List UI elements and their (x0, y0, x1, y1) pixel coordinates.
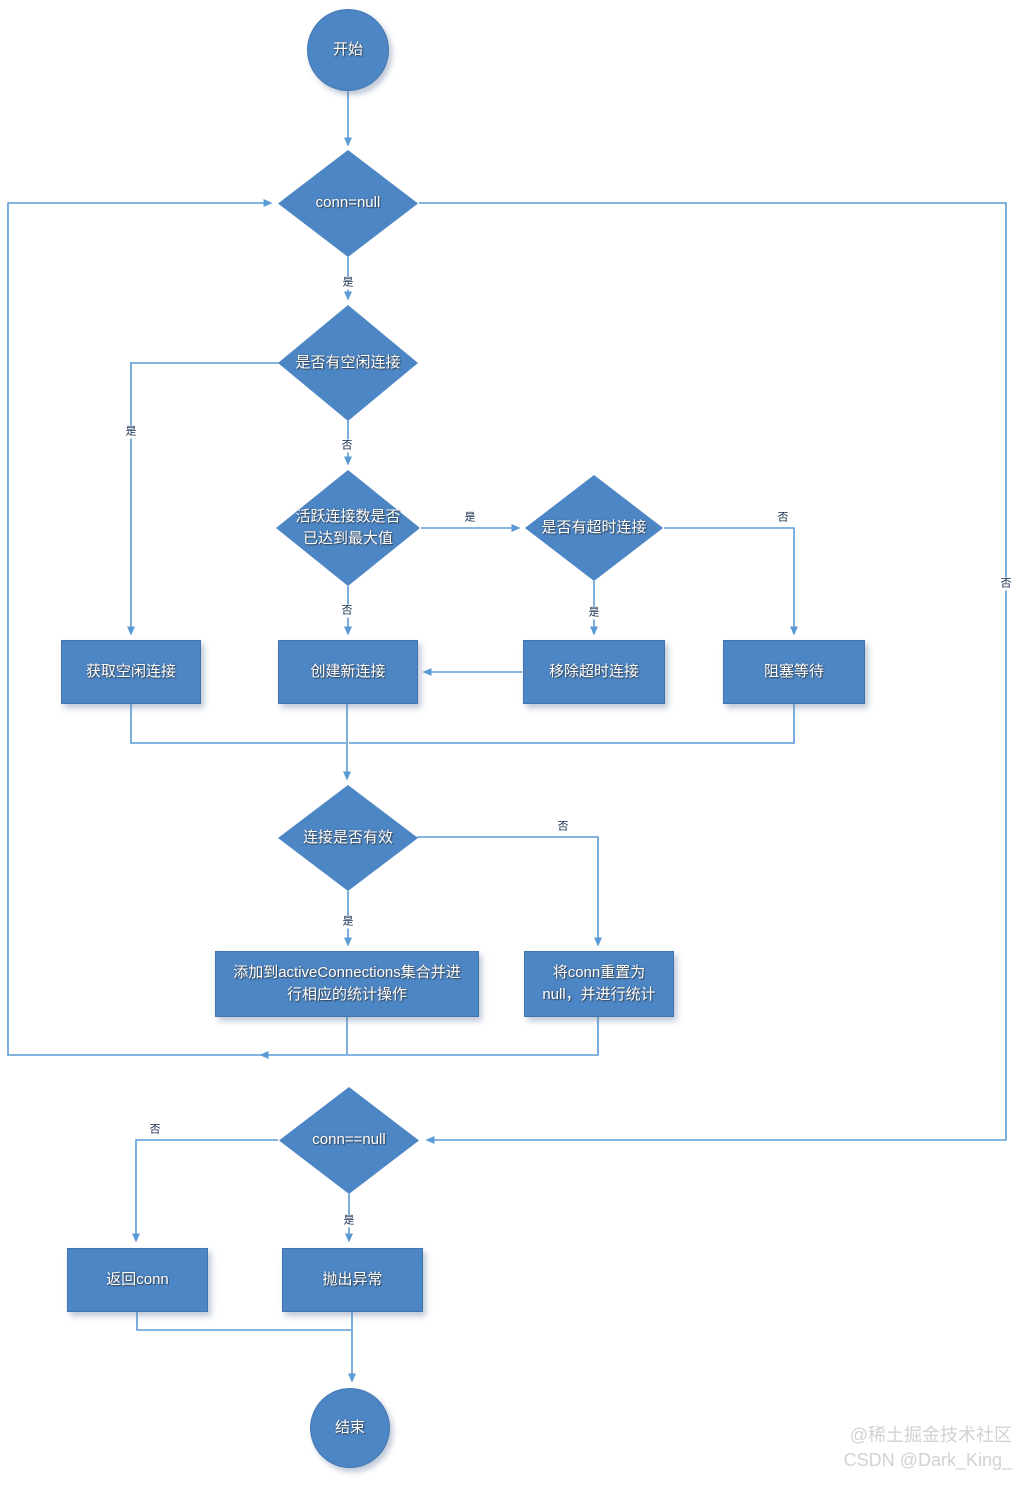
edge-label-connnull-no: 否 (999, 577, 1013, 591)
edge-label-max-no: 否 (340, 604, 354, 618)
process-create-new-connection-shape (278, 640, 418, 704)
watermark-line1: @稀土掘金技术社区 (849, 1425, 1012, 1445)
process-get-idle-connection: 获取空闲连接 (61, 640, 201, 704)
process-create-new-connection: 创建新连接 (278, 640, 418, 704)
process-add-to-active-connections: 添加到activeConnections集合并进 行相应的统计操作 (215, 951, 479, 1017)
decision-timeout-exists: 是否有超时连接 (525, 475, 663, 581)
edge-label-eqnull-no: 否 (148, 1123, 162, 1137)
process-reset-conn-null-label: 将conn重置为 null，并进行统计 (542, 963, 656, 1004)
process-reset-conn-null-shape (524, 951, 674, 1017)
edge-valid-no (417, 836, 602, 947)
process-remove-timeout-connection: 移除超时连接 (523, 640, 665, 704)
edge-label-valid-yes: 是 (341, 915, 355, 929)
edge-label-max-yes: 是 (463, 511, 477, 525)
process-throw-exception-shape (282, 1248, 423, 1312)
process-return-conn-shape (67, 1248, 208, 1312)
decision-conn-null: conn=null (278, 150, 418, 257)
process-return-conn: 返回conn (67, 1248, 208, 1312)
process-get-idle-connection-label: 获取空闲连接 (85, 662, 176, 680)
edge-connnull-no-long (419, 202, 1007, 1144)
process-add-to-active-connections-shape (215, 951, 479, 1017)
edge-label-idle-no: 否 (340, 439, 354, 453)
end-node: 结束 (310, 1388, 390, 1468)
watermark: @稀土掘金技术社区 CSDN @Dark_King_ (844, 1423, 1012, 1473)
end-node-shape (310, 1388, 390, 1468)
process-remove-timeout-connection-shape (523, 640, 665, 704)
decision-conn-null-label: conn=null (315, 194, 381, 212)
decision-connection-valid: 连接是否有效 (278, 785, 418, 891)
watermark-line2: CSDN @Dark_King_ (843, 1450, 1012, 1470)
decision-max-active: 活跃连接数是否 已达到最大值 (276, 470, 420, 586)
edge-blockwait-merge (349, 704, 795, 744)
edge-return-merge (136, 1312, 351, 1331)
edge-label-valid-no: 否 (556, 820, 570, 834)
start-node: 开始 (307, 9, 389, 91)
process-add-to-active-connections-label: 添加到activeConnections集合并进 行相应的统计操作 (233, 963, 461, 1004)
process-block-wait: 阻塞等待 (723, 640, 865, 704)
edge-label-connnull-yes: 是 (341, 276, 355, 290)
edge-loopback-to-connnull (7, 199, 273, 1056)
process-reset-conn-null: 将conn重置为 null，并进行统计 (524, 951, 674, 1017)
decision-idle-available: 是否有空闲连接 (278, 305, 418, 421)
decision-connection-valid-label: 连接是否有效 (302, 828, 393, 846)
start-node-shape (307, 9, 389, 91)
process-remove-timeout-connection-label: 移除超时连接 (548, 662, 639, 680)
start-node-label: 开始 (332, 40, 363, 58)
edge-label-timeout-yes: 是 (587, 606, 601, 620)
edge-label-timeout-no: 否 (776, 511, 790, 525)
edge-getidle-merge (130, 704, 346, 744)
process-block-wait-label: 阻塞等待 (763, 662, 824, 680)
process-block-wait-shape (723, 640, 865, 704)
process-throw-exception-label: 抛出异常 (322, 1270, 383, 1288)
process-return-conn-label: 返回conn (106, 1270, 169, 1288)
edge-timeout-no (664, 527, 798, 636)
decision-idle-available-label: 是否有空闲连接 (295, 353, 401, 371)
edge-eqnull-no (132, 1139, 278, 1243)
decision-conn-equals-null: conn==null (279, 1087, 419, 1194)
decision-conn-equals-null-label: conn==null (312, 1131, 386, 1149)
edge-loopback-arrow (259, 1017, 599, 1059)
decision-timeout-exists-label: 是否有超时连接 (541, 518, 647, 536)
decision-max-active-label: 活跃连接数是否 已达到最大值 (295, 507, 401, 548)
process-throw-exception: 抛出异常 (282, 1248, 423, 1312)
process-get-idle-connection-shape (61, 640, 201, 704)
edge-label-eqnull-yes: 是 (342, 1214, 356, 1228)
process-create-new-connection-label: 创建新连接 (310, 662, 386, 680)
edge-idle-yes (127, 362, 279, 636)
edge-label-idle-yes: 是 (124, 425, 138, 439)
end-node-label: 结束 (334, 1418, 365, 1436)
